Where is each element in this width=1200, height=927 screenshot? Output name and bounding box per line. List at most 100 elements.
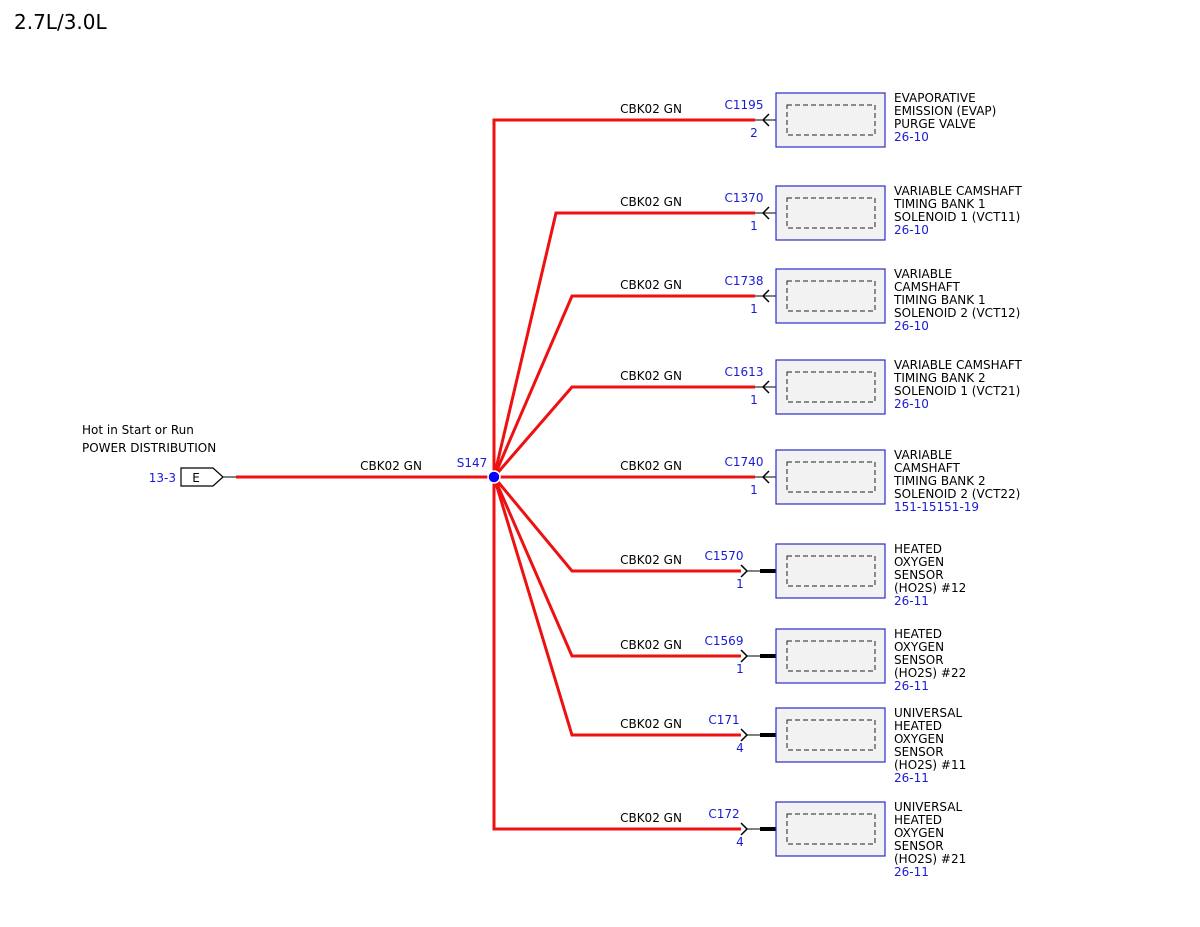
- component-page-ref[interactable]: 151-15151-19: [894, 500, 979, 514]
- connector-pin: 1: [750, 393, 758, 407]
- component-name-line: HEATED: [894, 813, 942, 827]
- source-page-ref[interactable]: 13-3: [149, 471, 176, 485]
- component-name-line: PURGE VALVE: [894, 117, 976, 131]
- splice-name[interactable]: S147: [457, 456, 488, 470]
- component-box: [775, 268, 886, 324]
- connector-pin: 1: [750, 302, 758, 316]
- connector-id[interactable]: C1738: [725, 274, 764, 288]
- component-box: [775, 359, 886, 415]
- component-page-ref[interactable]: 26-11: [894, 679, 929, 693]
- component-name-line: (HO2S) #21: [894, 852, 966, 866]
- power-source: Hot in Start or Run POWER DISTRIBUTION 1…: [82, 423, 236, 487]
- connector-id[interactable]: C1740: [725, 455, 764, 469]
- component-name-line: TIMING BANK 2: [893, 474, 986, 488]
- branch-wire: [492, 477, 741, 831]
- source-pin-shape: [180, 467, 224, 487]
- connector-id[interactable]: C1569: [705, 634, 744, 648]
- component-name-line: (HO2S) #11: [894, 758, 966, 772]
- terminal-icon: [740, 564, 776, 578]
- branch-wire: [492, 211, 755, 478]
- splice: S147: [457, 456, 501, 484]
- component-name-line: VARIABLE: [894, 267, 952, 281]
- component-page-ref[interactable]: 26-11: [894, 594, 929, 608]
- terminal-icon: [740, 822, 776, 836]
- component-name-line: EVAPORATIVE: [894, 91, 976, 105]
- main-wire-label: CBK02 GN: [360, 459, 422, 473]
- component-name-line: UNIVERSAL: [894, 800, 962, 814]
- component-name-line: (HO2S) #22: [894, 666, 966, 680]
- branch-wire: [492, 476, 741, 658]
- component-page-ref[interactable]: 26-10: [894, 130, 929, 144]
- component-name-line: SENSOR: [894, 839, 944, 853]
- branch-wire-label: CBK02 GN: [620, 369, 682, 383]
- source-label-line1: Hot in Start or Run: [82, 423, 194, 437]
- branch-wire-label: CBK02 GN: [620, 459, 682, 473]
- component-box: [775, 92, 886, 148]
- component-name-line: HEATED: [894, 542, 942, 556]
- component-name-line: EMISSION (EVAP): [894, 104, 996, 118]
- branch-wire: [492, 294, 755, 478]
- connector-pin: 4: [736, 741, 744, 755]
- component-name-line: OXYGEN: [894, 732, 944, 746]
- connector-id[interactable]: C1570: [705, 549, 744, 563]
- connector-id[interactable]: C1195: [725, 98, 764, 112]
- component-name-line: CAMSHAFT: [894, 461, 960, 475]
- component-box: [775, 449, 886, 505]
- branch-wire-label: CBK02 GN: [620, 638, 682, 652]
- component-name-line: SOLENOID 1 (VCT21): [894, 384, 1020, 398]
- component-page-ref[interactable]: 26-10: [894, 397, 929, 411]
- component-name-line: UNIVERSAL: [894, 706, 962, 720]
- connector-id[interactable]: C1370: [725, 191, 764, 205]
- source-pin: E: [192, 471, 200, 485]
- component-name-line: SOLENOID 1 (VCT11): [894, 210, 1020, 224]
- branch-wire: [492, 476, 741, 573]
- branch-wire: [492, 118, 755, 477]
- component-name-line: HEATED: [894, 627, 942, 641]
- component-name-line: CAMSHAFT: [894, 280, 960, 294]
- component-name-line: OXYGEN: [894, 826, 944, 840]
- branch-wire-label: CBK02 GN: [620, 278, 682, 292]
- component-name-line: OXYGEN: [894, 640, 944, 654]
- connector-pin: 4: [736, 835, 744, 849]
- component-name-line: SENSOR: [894, 653, 944, 667]
- component-name-line: SOLENOID 2 (VCT12): [894, 306, 1020, 320]
- component-name-line: TIMING BANK 1: [893, 197, 986, 211]
- splice-dot: [487, 470, 501, 484]
- branch-wire: [492, 385, 755, 478]
- branch-wire-label: CBK02 GN: [620, 717, 682, 731]
- connector-pin: 1: [736, 577, 744, 591]
- terminal-icon: [740, 649, 776, 663]
- component-name-line: SENSOR: [894, 745, 944, 759]
- component-page-ref[interactable]: 26-11: [894, 771, 929, 785]
- component-name-line: VARIABLE: [894, 448, 952, 462]
- component-page-ref[interactable]: 26-10: [894, 319, 929, 333]
- connector-id[interactable]: C171: [708, 713, 739, 727]
- terminal-icon: [740, 728, 776, 742]
- connector-id[interactable]: C172: [708, 807, 739, 821]
- component-box: [775, 543, 886, 599]
- connector-id[interactable]: C1613: [725, 365, 764, 379]
- component-name-line: OXYGEN: [894, 555, 944, 569]
- component-name-line: HEATED: [894, 719, 942, 733]
- branch-wire-label: CBK02 GN: [620, 102, 682, 116]
- component-name-line: TIMING BANK 2: [893, 371, 986, 385]
- component-page-ref[interactable]: 26-11: [894, 865, 929, 879]
- connector-pin: 1: [736, 662, 744, 676]
- component-name-line: VARIABLE CAMSHAFT: [894, 358, 1023, 372]
- component-page-ref[interactable]: 26-10: [894, 223, 929, 237]
- branch-wire-label: CBK02 GN: [620, 811, 682, 825]
- component-box: [775, 801, 886, 857]
- connector-pin: 1: [750, 219, 758, 233]
- component-box: [775, 628, 886, 684]
- branch-wire: [492, 476, 741, 737]
- component-box: [775, 185, 886, 241]
